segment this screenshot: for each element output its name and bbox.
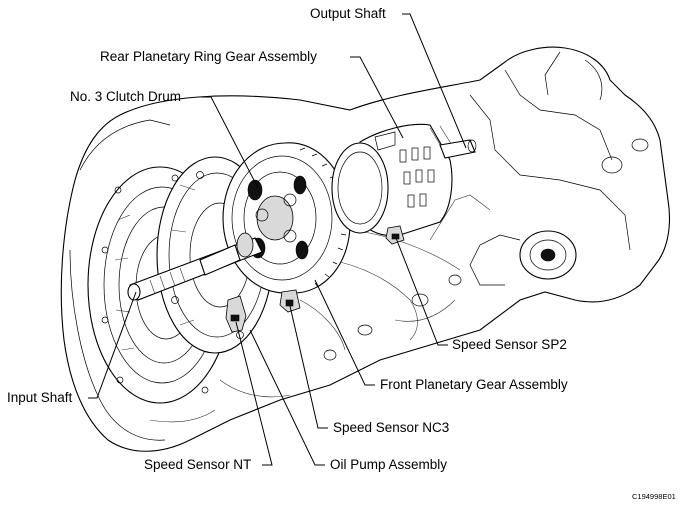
label-speed-sensor-nc3: Speed Sensor NC3 [333,420,450,435]
rear-planetary-ring-gear [331,123,477,245]
figure-code: C194998E01 [632,492,676,501]
label-rear-planetary-ring-gear: Rear Planetary Ring Gear Assembly [100,49,317,64]
label-front-planetary-gear: Front Planetary Gear Assembly [380,377,568,392]
label-output-shaft: Output Shaft [310,6,386,21]
label-no3-clutch-drum: No. 3 Clutch Drum [70,89,182,104]
input-shaft [127,232,263,301]
label-speed-sensor-nt: Speed Sensor NT [144,457,252,472]
label-speed-sensor-sp2: Speed Sensor SP2 [452,337,567,352]
leader-lines [88,13,467,466]
label-oil-pump-assembly: Oil Pump Assembly [330,457,448,472]
label-input-shaft: Input Shaft [7,390,73,405]
